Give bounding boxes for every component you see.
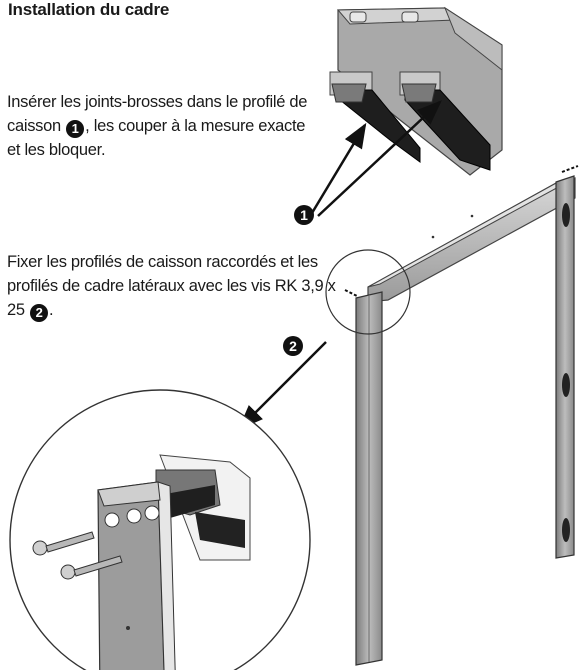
callout-2-badge: 2 (30, 304, 49, 322)
step-2-text: Fixer les profilés de caisson raccordés … (7, 253, 336, 319)
step-1-text: Insérer les joints-brosses dans le profi… (7, 93, 308, 135)
step-1-text-end: , les couper à la mesure exacte et les b… (7, 117, 306, 159)
callout-1-badge: 1 (66, 120, 85, 138)
door-frame-drawing (344, 165, 579, 666)
box-profile-drawing (329, 6, 503, 176)
callout-1-arrows (310, 100, 442, 217)
callout-1-marker: 1 (294, 205, 314, 225)
callout-2-arrow (238, 341, 327, 430)
screw-illustration (32, 531, 123, 580)
step-1-instruction: Insérer les joints-brosses dans le profi… (7, 90, 317, 162)
detail-highlight-circle (325, 249, 411, 335)
page-title: Installation du cadre (8, 0, 170, 19)
step-2-text-end: . (49, 301, 54, 319)
callout-2-marker: 2 (283, 336, 303, 356)
step-2-instruction: Fixer les profilés de caisson raccordés … (7, 250, 337, 322)
magnified-detail (9, 389, 311, 670)
